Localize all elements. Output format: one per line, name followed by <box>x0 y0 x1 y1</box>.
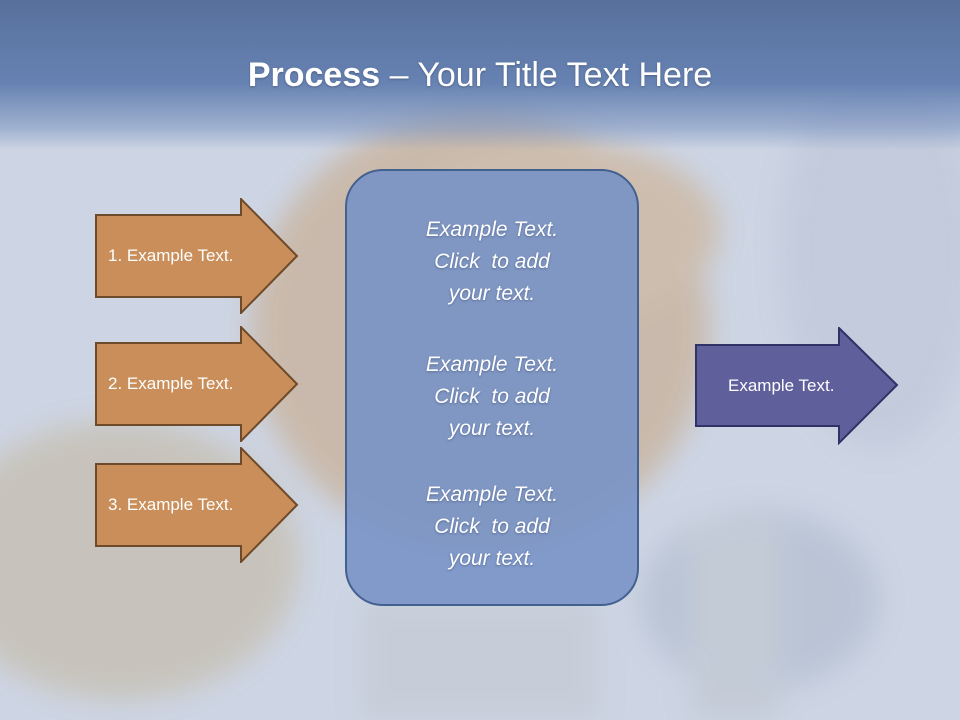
arrow-right-shape <box>95 326 299 442</box>
left-arrow-2[interactable]: 2. Example Text. <box>95 326 300 442</box>
center-block-2-line-2: Click to add <box>434 385 550 408</box>
center-block-1-line-2: Click to add <box>434 250 550 273</box>
left-arrow-2-label: 2. Example Text. <box>108 374 234 393</box>
center-block-2-line-3: your text. <box>448 417 536 440</box>
center-block-1-line-1: Example Text. <box>425 218 559 241</box>
left-arrow-3[interactable]: 3. Example Text. <box>95 447 300 563</box>
title-rest: – Your Title Text Here <box>380 56 713 94</box>
right-arrow[interactable]: Example Text. <box>695 327 900 445</box>
center-text-block-1: Example Text. Click to add your text. <box>347 214 637 310</box>
center-block-1-line-3: your text. <box>448 282 536 305</box>
arrow-right-shape <box>95 198 299 314</box>
arrow-right-shape <box>695 327 899 445</box>
left-arrow-1-label: 1. Example Text. <box>108 246 234 265</box>
slide-title[interactable]: Process – Your Title Text Here <box>0 52 960 98</box>
arrow-right-shape <box>95 447 299 563</box>
center-block-3-line-1: Example Text. <box>425 483 559 506</box>
center-block-3-line-2: Click to add <box>434 515 550 538</box>
center-block-3-line-3: your text. <box>448 547 536 570</box>
right-arrow-label: Example Text. <box>728 376 835 395</box>
title-bold: Process <box>247 56 381 94</box>
center-text-block-2: Example Text. Click to add your text. <box>347 349 637 445</box>
title-band <box>0 0 960 150</box>
left-arrow-1[interactable]: 1. Example Text. <box>95 198 300 314</box>
left-arrow-3-label: 3. Example Text. <box>108 495 234 514</box>
center-text-box[interactable]: Example Text. Click to add your text. Ex… <box>345 169 639 606</box>
center-text-block-3: Example Text. Click to add your text. <box>347 479 637 575</box>
center-block-2-line-1: Example Text. <box>425 353 559 376</box>
